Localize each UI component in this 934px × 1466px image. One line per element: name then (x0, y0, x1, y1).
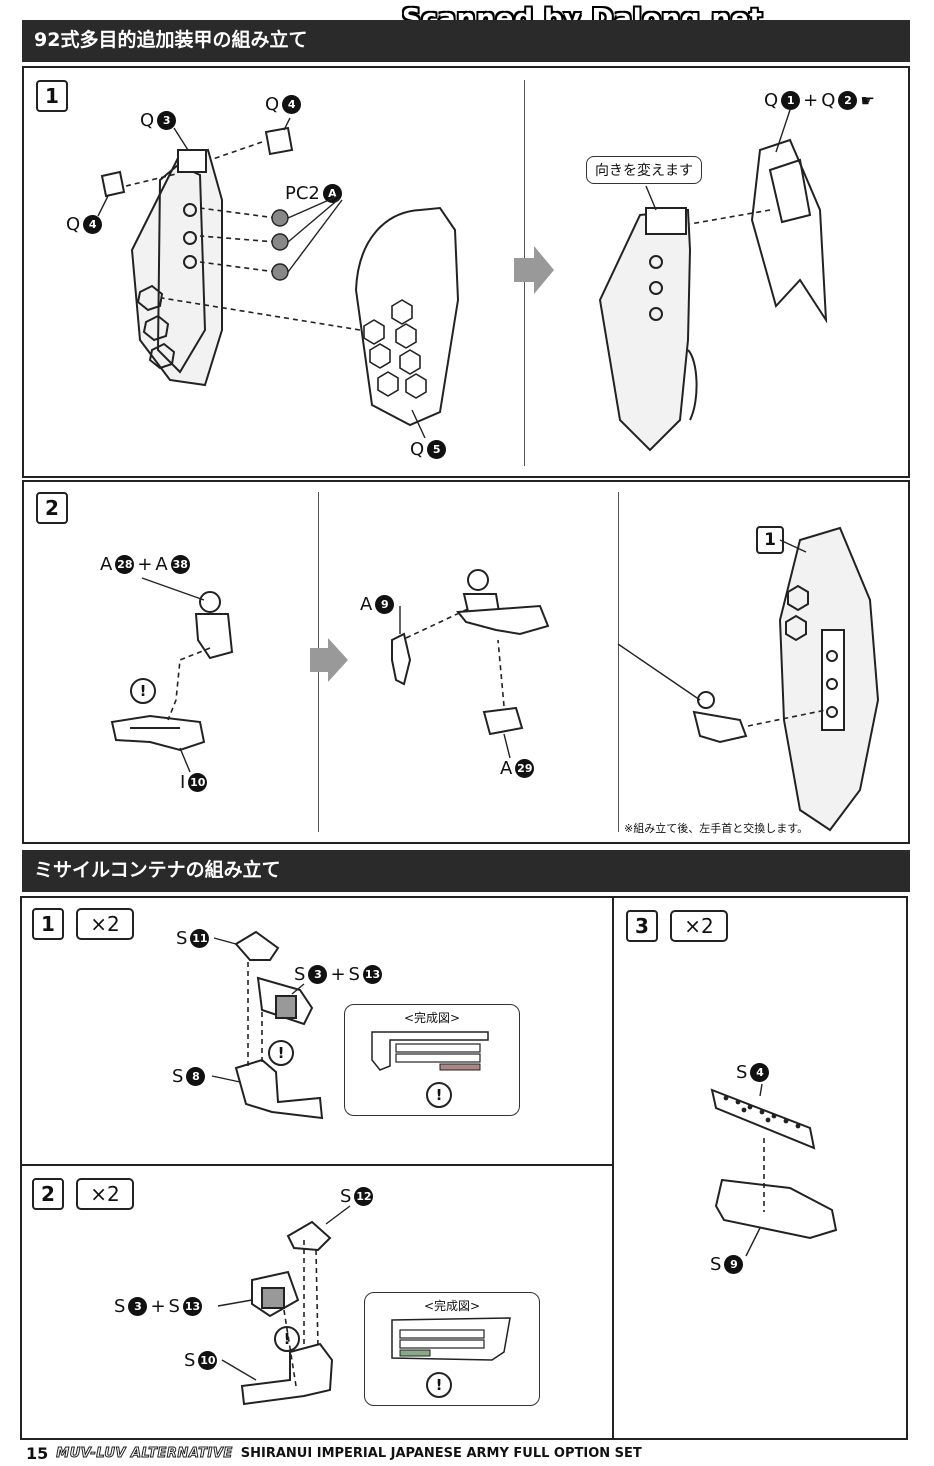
orientation-callout: 向きを変えます (586, 156, 702, 184)
part-number-badge: 10 (198, 1351, 218, 1370)
part-number-badge: 13 (182, 1297, 202, 1316)
caution-icon: ! (426, 1082, 452, 1108)
part-number-badge: 8 (186, 1067, 206, 1086)
part-number-badge: 10 (188, 773, 208, 792)
part-number-badge: 2 (838, 91, 858, 110)
inset-title: <完成図> (403, 1011, 461, 1025)
quantity-multiplier: ×2 (670, 910, 728, 942)
step-number: 2 (32, 1178, 64, 1210)
armor-step1-panel (22, 66, 910, 478)
quantity-multiplier: ×2 (76, 1178, 134, 1210)
part-number-badge: 9 (724, 1255, 744, 1274)
part-number-badge: 4 (750, 1063, 770, 1082)
series-logo: MUV-LUV ALTERNATIVE (56, 1446, 233, 1462)
part-number-badge: 3 (128, 1297, 148, 1316)
part-number-badge: 4 (282, 95, 302, 114)
part-number-badge: 12 (354, 1187, 374, 1206)
part-number-badge: 3 (308, 965, 328, 984)
step-flow-arrow (310, 638, 348, 682)
part-number-badge: A (322, 184, 342, 203)
part-number-badge: 11 (190, 929, 210, 948)
reference-step-1: 1 (756, 526, 784, 554)
product-name: SHIRANUI IMPERIAL JAPANESE ARMY FULL OPT… (240, 1446, 642, 1461)
missile-step3-panel (612, 896, 908, 1440)
step-flow-arrow (514, 246, 554, 294)
step-number: 3 (626, 910, 658, 942)
armor-step2-panel (22, 480, 910, 844)
part-number-badge: 4 (83, 215, 103, 234)
inset-title: <完成図> (423, 1299, 481, 1313)
assembly-note: ※組み立て後、左手首と交換します。 (624, 822, 809, 835)
quantity-multiplier: ×2 (76, 908, 134, 940)
caution-icon: ! (426, 1372, 452, 1398)
armor-step1-illustration (97, 109, 828, 452)
section-header-armor: 92式多目的追加装甲の組み立て (22, 20, 910, 62)
caution-icon: ! (130, 678, 156, 704)
section-header-missile-container: ミサイルコンテナの組み立て (22, 850, 910, 892)
pointing-hand-icon: ☛ (860, 91, 875, 110)
caution-icon: ! (268, 1040, 294, 1066)
part-number-badge: 5 (427, 440, 447, 459)
step-number: 1 (32, 908, 64, 940)
page-number: 15 (26, 1444, 49, 1463)
part-number-badge: 29 (515, 759, 535, 778)
part-number-badge: 28 (115, 555, 135, 574)
part-number-badge: 9 (375, 595, 395, 614)
part-number-badge: 3 (157, 111, 177, 130)
armor-step2-illustration (110, 526, 880, 832)
page-footer: 15 MUV-LUV ALTERNATIVE SHIRANUI IMPERIAL… (26, 1444, 642, 1463)
divider (618, 492, 619, 832)
step-number: 1 (36, 80, 68, 112)
step-number: 2 (36, 492, 68, 524)
part-number-badge: 38 (170, 555, 190, 574)
part-number-badge: 1 (781, 91, 801, 110)
part-number-badge: 13 (362, 965, 382, 984)
